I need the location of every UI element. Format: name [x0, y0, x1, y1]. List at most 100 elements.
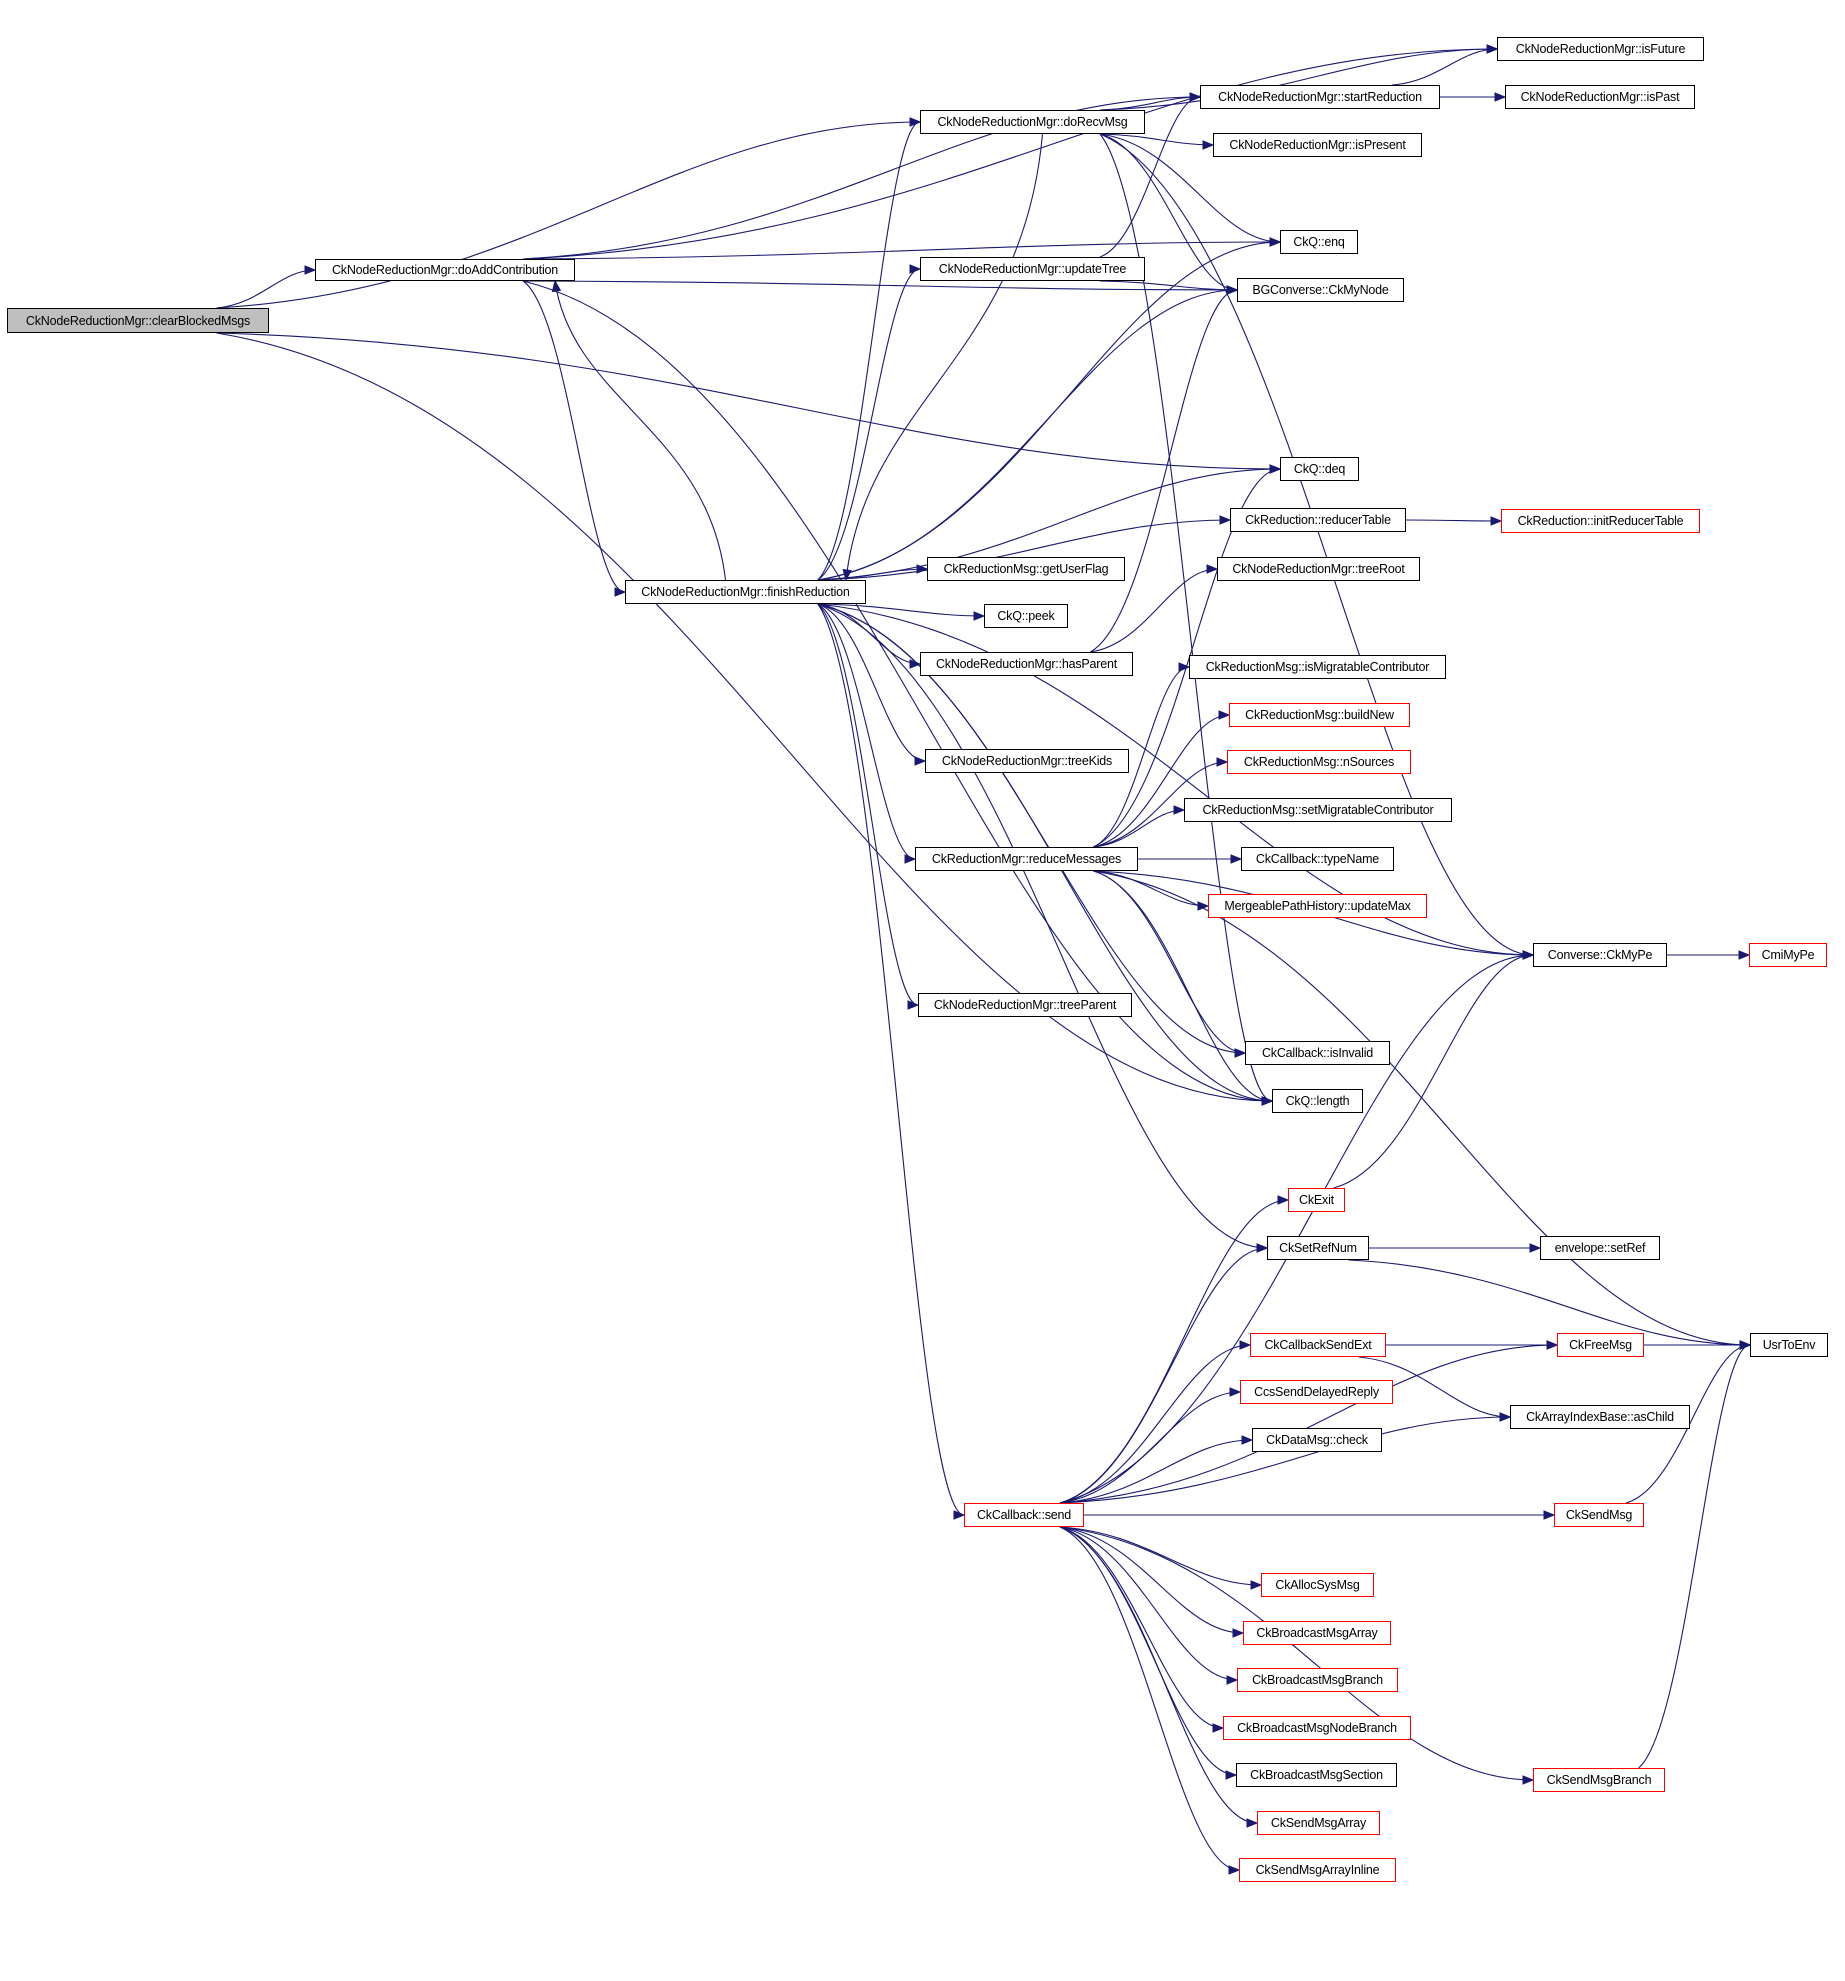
- node-type-name[interactable]: CkCallback::typeName: [1241, 847, 1394, 871]
- node-init-reducer-table[interactable]: CkReduction::initReducerTable: [1501, 509, 1700, 533]
- node-ck-exit[interactable]: CkExit: [1288, 1188, 1345, 1212]
- node-label: CkReductionMsg::getUserFlag: [943, 562, 1109, 576]
- node-is-past[interactable]: CkNodeReductionMgr::isPast: [1505, 85, 1695, 109]
- node-bcast-section[interactable]: CkBroadcastMsgSection: [1236, 1763, 1397, 1787]
- node-label: CkNodeReductionMgr::updateTree: [938, 262, 1127, 276]
- node-update-max[interactable]: MergeablePathHistory::updateMax: [1208, 894, 1427, 918]
- node-peek[interactable]: CkQ::peek: [984, 604, 1068, 628]
- edge-do-add-contribution-to-is-future: [522, 48, 1498, 260]
- arrowhead-icon: [1241, 1435, 1254, 1445]
- node-ck-my-pe[interactable]: Converse::CkMyPe: [1533, 943, 1667, 967]
- node-set-ref[interactable]: envelope::setRef: [1540, 1236, 1660, 1260]
- node-has-parent[interactable]: CkNodeReductionMgr::hasParent: [920, 652, 1133, 676]
- edge-finish-reduction-to-peek: [817, 603, 985, 617]
- node-send-msg-branch[interactable]: CkSendMsgBranch: [1533, 1768, 1665, 1792]
- node-send-msg-array[interactable]: CkSendMsgArray: [1257, 1811, 1380, 1835]
- node-label: CkSendMsgBranch: [1546, 1773, 1652, 1787]
- node-ck-alloc-sys-msg[interactable]: CkAllocSysMsg: [1261, 1573, 1374, 1597]
- edge-send-to-as-child: [1059, 1416, 1511, 1504]
- edge-do-add-contribution-to-finish-reduction: [522, 280, 626, 593]
- arrowhead-icon: [1499, 1412, 1512, 1422]
- node-label: CkQ::length: [1285, 1094, 1350, 1108]
- arrowhead-icon: [614, 587, 627, 597]
- node-tree-parent[interactable]: CkNodeReductionMgr::treeParent: [918, 993, 1132, 1017]
- node-cmi-my-pe[interactable]: CmiMyPe: [1749, 943, 1827, 967]
- arrowhead-icon: [1226, 1675, 1239, 1685]
- node-is-migratable-contributor[interactable]: CkReductionMsg::isMigratableContributor: [1189, 655, 1446, 679]
- node-label: MergeablePathHistory::updateMax: [1224, 899, 1411, 913]
- node-ck-send-msg[interactable]: CkSendMsg: [1554, 1503, 1644, 1527]
- node-label: CkReductionMsg::isMigratableContributor: [1205, 660, 1430, 674]
- edge-send-to-ccs-send-delayed-reply: [1059, 1391, 1241, 1504]
- arrowhead-icon: [304, 265, 317, 275]
- node-n-sources[interactable]: CkReductionMsg::nSources: [1227, 750, 1411, 774]
- edge-send-to-bcast-node-branch: [1059, 1526, 1224, 1729]
- node-label: CcsSendDelayedReply: [1254, 1385, 1379, 1399]
- node-label: CkCallback::typeName: [1255, 852, 1380, 866]
- node-get-user-flag[interactable]: CkReductionMsg::getUserFlag: [927, 557, 1125, 581]
- node-send-msg-array-inline[interactable]: CkSendMsgArrayInline: [1239, 1858, 1396, 1882]
- node-send[interactable]: CkCallback::send: [964, 1503, 1084, 1527]
- node-length[interactable]: CkQ::length: [1272, 1089, 1363, 1113]
- node-ck-free-msg[interactable]: CkFreeMsg: [1557, 1333, 1644, 1357]
- edge-send-to-bcast-branch: [1059, 1526, 1238, 1681]
- arrowhead-icon: [904, 854, 917, 864]
- arrowhead-icon: [1543, 1510, 1556, 1520]
- arrowhead-icon: [551, 279, 562, 293]
- node-deq[interactable]: CkQ::deq: [1280, 457, 1359, 481]
- node-check[interactable]: CkDataMsg::check: [1252, 1428, 1382, 1452]
- edge-finish-reduction-to-ck-set-ref-num: [817, 603, 1268, 1249]
- arrowhead-icon: [1178, 662, 1191, 672]
- node-ck-my-node[interactable]: BGConverse::CkMyNode: [1237, 278, 1404, 302]
- node-is-present[interactable]: CkNodeReductionMgr::isPresent: [1213, 133, 1422, 157]
- node-ccs-send-delayed-reply[interactable]: CcsSendDelayedReply: [1240, 1380, 1393, 1404]
- node-label: CkQ::enq: [1293, 235, 1345, 249]
- node-bcast-array[interactable]: CkBroadcastMsgArray: [1243, 1621, 1391, 1645]
- node-as-child[interactable]: CkArrayIndexBase::asChild: [1510, 1405, 1690, 1429]
- node-do-recv-msg[interactable]: CkNodeReductionMgr::doRecvMsg: [920, 110, 1145, 134]
- node-is-future[interactable]: CkNodeReductionMgr::isFuture: [1497, 37, 1704, 61]
- node-label: CkNodeReductionMgr::finishReduction: [641, 585, 850, 599]
- arrowhead-icon: [1206, 564, 1219, 574]
- edge-do-add-contribution-to-enq: [522, 241, 1281, 260]
- node-usr-to-env[interactable]: UsrToEnv: [1750, 1333, 1828, 1357]
- edge-clear-blocked-msgs-to-do-recv-msg: [216, 121, 921, 309]
- node-update-tree[interactable]: CkNodeReductionMgr::updateTree: [920, 257, 1145, 281]
- node-finish-reduction[interactable]: CkNodeReductionMgr::finishReduction: [625, 580, 866, 604]
- node-label: CkDataMsg::check: [1266, 1433, 1368, 1447]
- node-label: CkReductionMsg::nSources: [1243, 755, 1395, 769]
- edge-finish-reduction-to-ck-my-pe: [817, 603, 1534, 956]
- node-reducer-table[interactable]: CkReduction::reducerTable: [1230, 508, 1406, 532]
- node-do-add-contribution[interactable]: CkNodeReductionMgr::doAddContribution: [315, 259, 575, 281]
- node-label: CkReduction::reducerTable: [1245, 513, 1391, 527]
- node-build-new[interactable]: CkReductionMsg::buildNew: [1229, 703, 1410, 727]
- node-label: CkFreeMsg: [1569, 1338, 1632, 1352]
- node-tree-kids[interactable]: CkNodeReductionMgr::treeKids: [925, 749, 1129, 773]
- node-label: CkBroadcastMsgArray: [1256, 1626, 1378, 1640]
- node-label: CkSendMsg: [1565, 1508, 1633, 1522]
- node-enq[interactable]: CkQ::enq: [1280, 230, 1358, 254]
- node-is-invalid[interactable]: CkCallback::isInvalid: [1245, 1041, 1390, 1065]
- node-reduce-messages[interactable]: CkReductionMgr::reduceMessages: [915, 847, 1138, 871]
- edge-send-to-send-msg-array: [1059, 1526, 1258, 1824]
- edge-ck-exit-to-ck-my-pe: [1333, 954, 1534, 1189]
- arrowhead-icon: [1229, 1387, 1242, 1397]
- node-tree-root[interactable]: CkNodeReductionMgr::treeRoot: [1217, 557, 1420, 581]
- node-set-migratable-contributor[interactable]: CkReductionMsg::setMigratableContributor: [1184, 798, 1452, 822]
- edge-has-parent-to-ck-my-node: [1090, 289, 1238, 653]
- edge-reduce-messages-to-update-max: [1093, 870, 1209, 907]
- arrowhead-icon: [1189, 92, 1202, 102]
- node-bcast-branch[interactable]: CkBroadcastMsgBranch: [1237, 1668, 1398, 1692]
- edge-finish-reduction-to-send: [817, 603, 965, 1516]
- node-start-reduction[interactable]: CkNodeReductionMgr::startReduction: [1200, 85, 1440, 109]
- arrowhead-icon: [1494, 92, 1507, 102]
- edge-send-to-bcast-section: [1059, 1526, 1237, 1776]
- node-bcast-node-branch[interactable]: CkBroadcastMsgNodeBranch: [1223, 1716, 1411, 1740]
- arrowhead-icon: [909, 264, 922, 274]
- edge-do-recv-msg-to-ck-my-node: [1099, 133, 1238, 291]
- arrowhead-icon: [973, 611, 986, 621]
- node-ck-callback-send-ext[interactable]: CkCallbackSendExt: [1250, 1333, 1386, 1357]
- edge-send-to-ck-set-ref-num: [1059, 1247, 1268, 1504]
- node-ck-set-ref-num[interactable]: CkSetRefNum: [1267, 1236, 1369, 1260]
